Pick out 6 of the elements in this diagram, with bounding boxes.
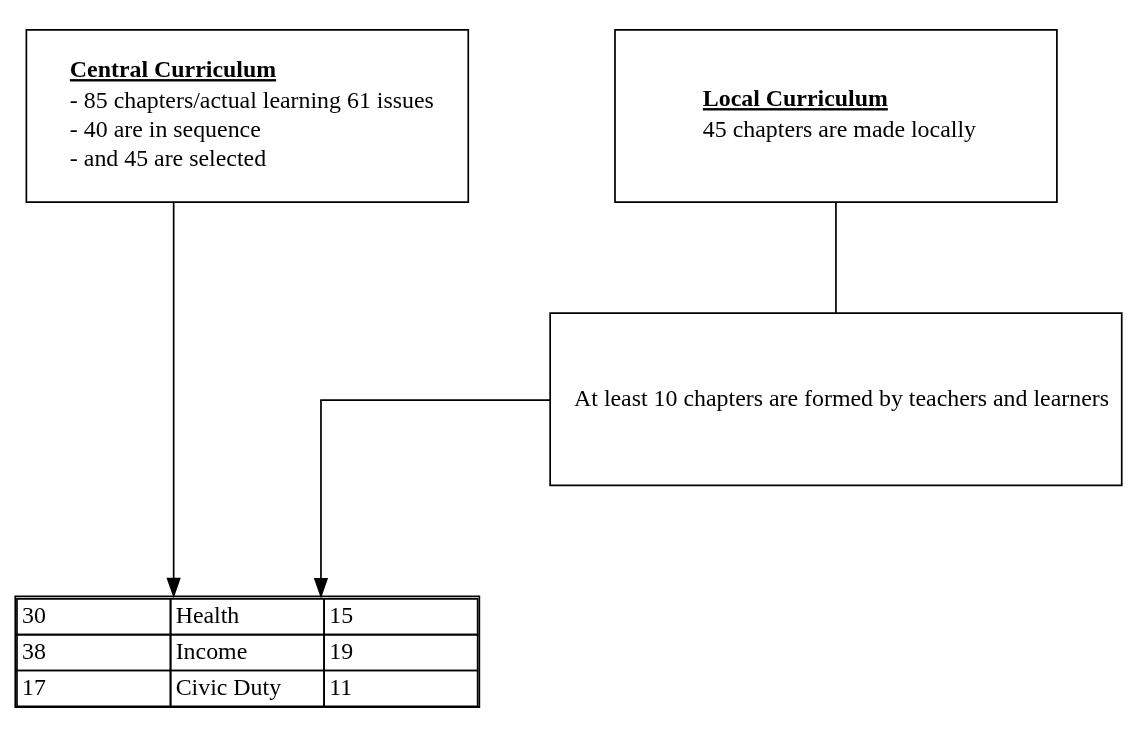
node-box: Local Curriculum 45 chapters are made locally xyxy=(614,28,1058,203)
arrow xyxy=(313,399,551,599)
connector xyxy=(835,201,837,314)
node-box: Central Curriculum - 85 chapters/actual learning 61 issues - 40 are in sequence - and 45 are selected xyxy=(25,28,470,203)
arrow xyxy=(166,201,181,599)
node-box: At least 10 chapters are formed by teachers and learners xyxy=(549,312,1123,487)
